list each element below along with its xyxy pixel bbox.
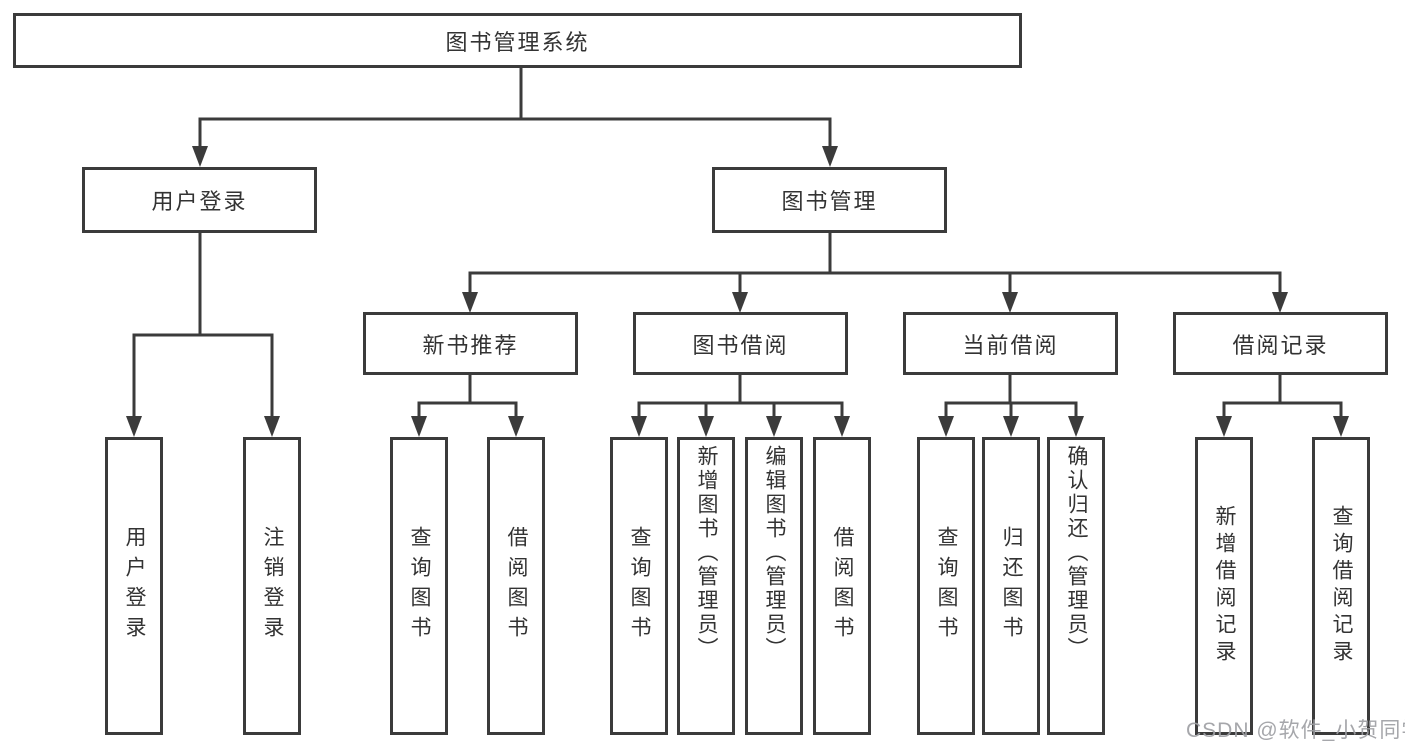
connector-newbook-to-leaves — [417, 375, 518, 420]
arrowheads — [126, 146, 1349, 437]
leaf-borrow-books-borrow: 借阅图书 — [813, 437, 871, 735]
node-current-borrowing-label: 当前借阅 — [962, 332, 1059, 358]
node-borrowing-records-label: 借阅记录 — [1232, 332, 1329, 358]
leaf-borrow-books-recommend: 借阅图书 — [487, 437, 545, 735]
leaf-borrow-books-recommend-label: 借阅图书 — [505, 526, 528, 646]
leaf-query-books-recommend: 查询图书 — [390, 437, 448, 735]
connector-bookborrow-to-leaves — [637, 375, 844, 420]
leaf-edit-book-admin: 编辑图书（管理员） — [745, 437, 803, 735]
leaf-query-books-borrow: 查询图书 — [610, 437, 668, 735]
leaf-query-books-recommend-label: 查询图书 — [408, 526, 431, 646]
csdn-watermark: CSDN @软件_小贺同学 — [1186, 719, 1405, 742]
node-user-login: 用户登录 — [82, 167, 317, 233]
leaf-borrow-books-borrow-label: 借阅图书 — [831, 526, 854, 646]
leaf-query-borrow-record: 查询借阅记录 — [1312, 437, 1370, 735]
connector-currentborrow-to-leaves — [944, 375, 1078, 420]
connector-userlogin-to-leaves — [132, 233, 274, 420]
node-book-borrowing: 图书借阅 — [633, 312, 848, 375]
leaf-logout-label: 注销登录 — [261, 526, 284, 646]
node-borrowing-records: 借阅记录 — [1173, 312, 1388, 375]
node-new-book-recommend: 新书推荐 — [363, 312, 578, 375]
leaf-confirm-return-admin-label: 确认归还（管理员） — [1065, 445, 1088, 661]
leaf-add-book-admin: 新增图书（管理员） — [677, 437, 735, 735]
leaf-query-books-borrow-label: 查询图书 — [628, 526, 651, 646]
leaf-add-book-admin-label: 新增图书（管理员） — [695, 445, 718, 661]
node-current-borrowing: 当前借阅 — [903, 312, 1118, 375]
leaf-add-borrow-record: 新增借阅记录 — [1195, 437, 1253, 735]
connector-bookmgmt-to-level3 — [468, 233, 1282, 296]
leaf-user-login-label: 用户登录 — [123, 526, 146, 646]
node-new-book-recommend-label: 新书推荐 — [422, 332, 519, 358]
leaf-return-books: 归还图书 — [982, 437, 1040, 735]
node-user-login-label: 用户登录 — [151, 189, 248, 214]
node-book-management: 图书管理 — [712, 167, 947, 233]
leaf-return-books-label: 归还图书 — [1000, 526, 1023, 646]
leaf-confirm-return-admin: 确认归还（管理员） — [1047, 437, 1105, 735]
root-node-library-system: 图书管理系统 — [13, 13, 1022, 68]
leaf-query-books-current-label: 查询图书 — [935, 526, 958, 646]
leaf-user-login: 用户登录 — [105, 437, 163, 735]
node-book-management-label: 图书管理 — [781, 189, 878, 214]
node-book-borrowing-label: 图书借阅 — [692, 332, 789, 358]
leaf-logout: 注销登录 — [243, 437, 301, 735]
connector-borrowrecords-to-leaves — [1222, 375, 1343, 420]
connector-root-to-level2 — [198, 68, 832, 150]
leaf-edit-book-admin-label: 编辑图书（管理员） — [763, 445, 786, 661]
root-node-label: 图书管理系统 — [445, 29, 590, 55]
leaf-add-borrow-record-label: 新增借阅记录 — [1213, 505, 1236, 667]
leaf-query-books-current: 查询图书 — [917, 437, 975, 735]
leaf-query-borrow-record-label: 查询借阅记录 — [1330, 505, 1353, 667]
